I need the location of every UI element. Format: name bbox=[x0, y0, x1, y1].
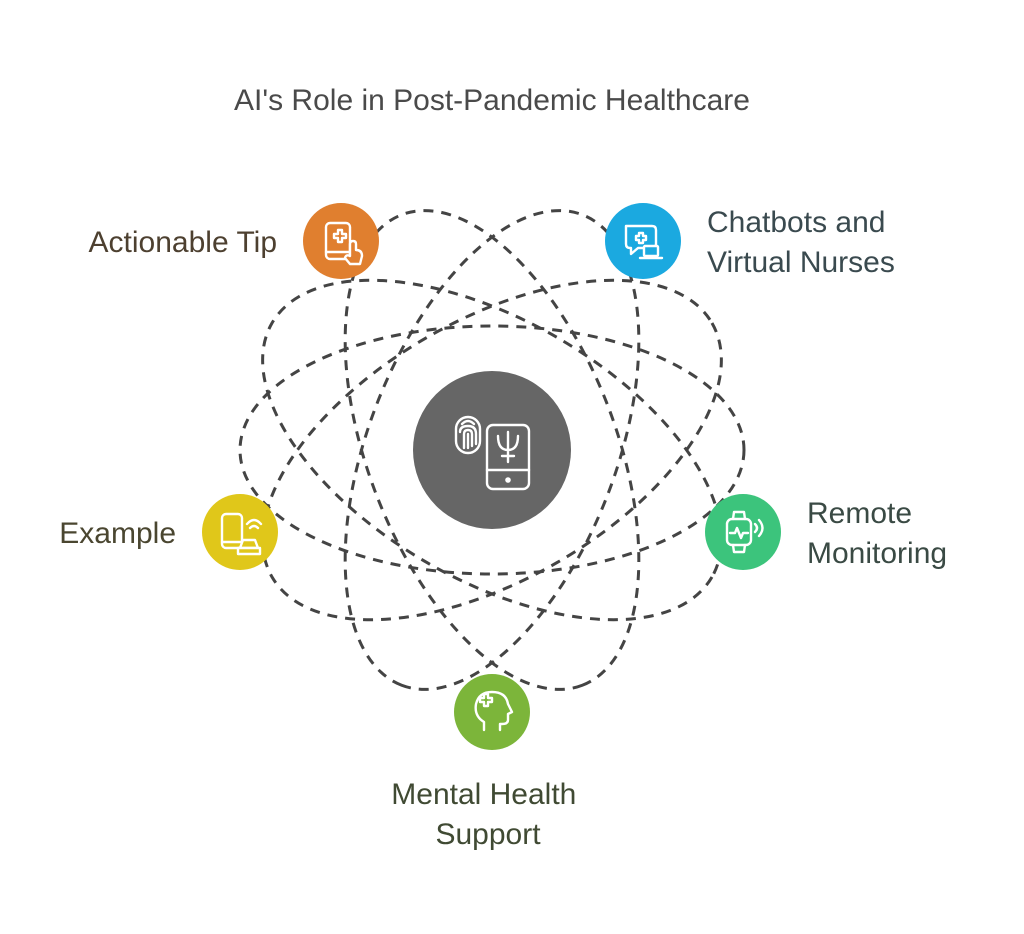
label-line: Remote bbox=[807, 497, 912, 530]
node-example[interactable]: Example bbox=[59, 494, 278, 570]
label-line: Actionable Tip bbox=[89, 226, 277, 259]
orbit-tilted-right bbox=[261, 278, 723, 622]
node-chatbots-virtual-nurses[interactable]: Chatbots and Virtual Nurses bbox=[605, 203, 895, 279]
label-line: Support bbox=[435, 818, 541, 851]
center-circle bbox=[413, 371, 571, 529]
node-circle bbox=[202, 494, 278, 570]
orbits bbox=[238, 209, 746, 691]
phone-car-signal-icon bbox=[220, 512, 263, 556]
node-label: Mental Health Support bbox=[391, 778, 584, 851]
label-line: Monitoring bbox=[807, 537, 947, 570]
smartwatch-heartbeat-icon bbox=[725, 510, 764, 554]
node-mental-health-support[interactable]: Mental Health Support bbox=[391, 674, 584, 851]
smartphone-fingerprint-icon bbox=[454, 415, 531, 491]
chat-medical-laptop-icon bbox=[624, 224, 664, 260]
node-circle bbox=[454, 674, 530, 750]
label-line: Example bbox=[59, 517, 176, 550]
orbit-horizontal bbox=[238, 324, 746, 576]
node-label: Chatbots and Virtual Nurses bbox=[707, 206, 895, 279]
label-line: Virtual Nurses bbox=[707, 246, 895, 279]
orbit-tilted-left bbox=[261, 278, 723, 622]
orbit-vertical-left bbox=[343, 209, 641, 691]
head-medical-cross-icon bbox=[474, 690, 514, 732]
node-actionable-tip[interactable]: Actionable Tip bbox=[89, 203, 379, 279]
node-label: Actionable Tip bbox=[89, 226, 277, 259]
orbit-vertical-right bbox=[343, 209, 641, 691]
phone-medical-touch-icon bbox=[324, 221, 364, 266]
center-node bbox=[413, 371, 571, 529]
label-line: Chatbots and bbox=[707, 206, 885, 239]
node-label: Remote Monitoring bbox=[807, 497, 947, 570]
diagram-title: AI's Role in Post-Pandemic Healthcare bbox=[234, 84, 750, 117]
node-remote-monitoring[interactable]: Remote Monitoring bbox=[705, 494, 947, 570]
label-line: Mental Health bbox=[391, 778, 576, 811]
node-label: Example bbox=[59, 517, 176, 550]
